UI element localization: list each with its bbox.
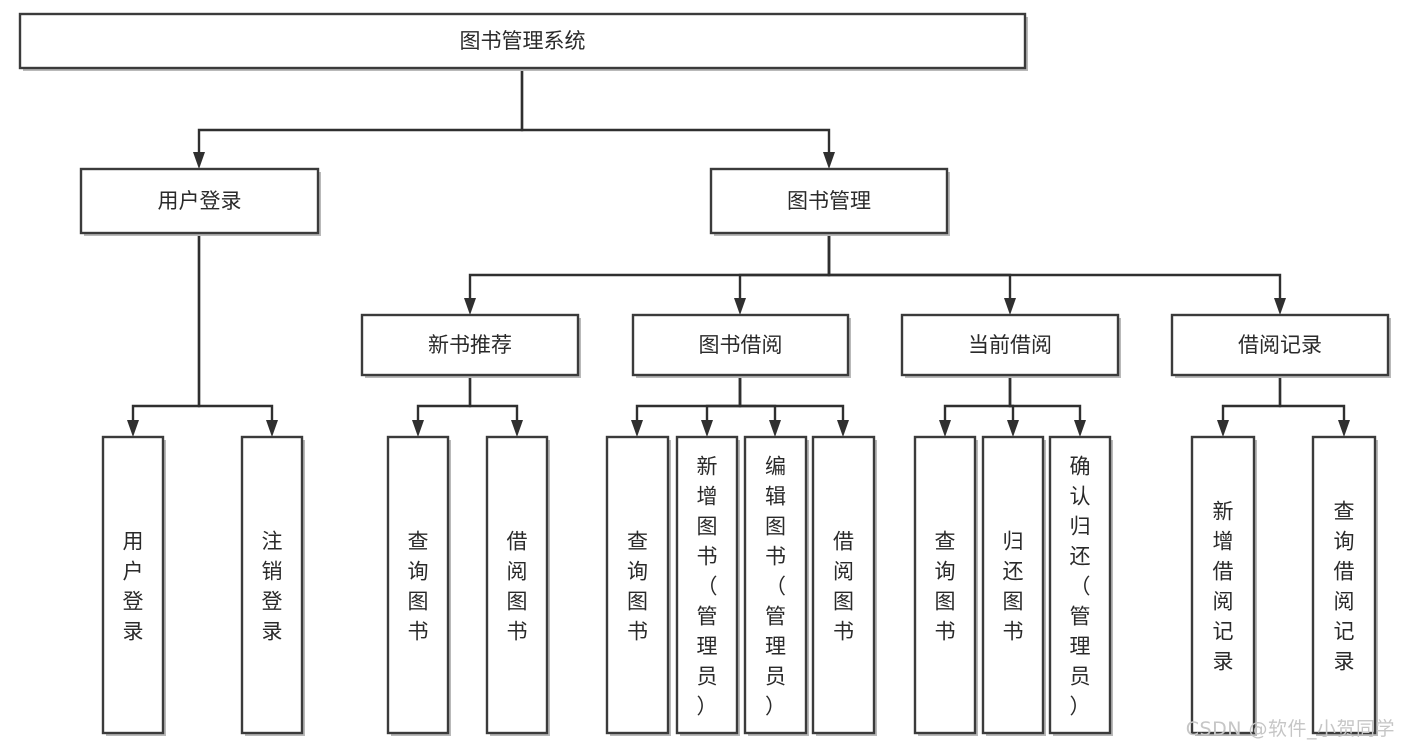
node-label: 用户登录 (123, 529, 144, 643)
connector-图书管理系统-to-图书管理 (520, 66, 835, 169)
node-label: 查询借阅记录 (1334, 499, 1355, 673)
node-label: 新增借阅记录 (1213, 499, 1234, 673)
connector-借阅记录-to-新增借阅记录 (1217, 373, 1282, 437)
node-box[interactable] (1311, 435, 1377, 735)
node-box[interactable] (811, 435, 876, 735)
connector-新书推荐-to-借阅图书 (468, 373, 523, 437)
node-label: 借阅图书 (833, 529, 854, 643)
node-layer: 图书管理系统用户登录图书管理新书推荐图书借阅当前借阅借阅记录用户登录注销登录查询… (18, 12, 1391, 736)
node-box[interactable] (79, 167, 320, 235)
node-leaf-0[interactable]: 用户登录 (101, 435, 166, 736)
connector-图书管理-to-图书借阅 (734, 231, 831, 315)
connector-借阅记录-to-查询借阅记录 (1278, 373, 1350, 437)
node-label: 注销登录 (262, 529, 283, 643)
node-leaf-3[interactable]: 借阅图书 (485, 435, 550, 736)
node-box[interactable] (675, 435, 739, 735)
node-label: 新书推荐 (428, 333, 512, 357)
node-level3-1[interactable]: 图书借阅 (631, 313, 851, 378)
node-leaf-7[interactable]: 借阅图书 (811, 435, 877, 736)
node-label: 查询图书 (935, 529, 956, 643)
node-box[interactable] (913, 435, 977, 735)
node-box[interactable] (709, 167, 949, 235)
node-label: 新增图书（管理员） (697, 454, 718, 718)
connector-新书推荐-to-查询图书 (412, 373, 472, 437)
node-label: 图书管理 (787, 189, 871, 213)
node-label: 编辑图书（管理员） (765, 454, 786, 718)
node-leaf-4[interactable]: 查询图书 (605, 435, 671, 736)
node-box[interactable] (631, 313, 850, 377)
node-box[interactable] (900, 313, 1120, 377)
node-level3-3[interactable]: 借阅记录 (1170, 313, 1391, 378)
node-label: 借阅记录 (1238, 333, 1322, 357)
node-label: 确认归还（管理员） (1070, 454, 1091, 718)
node-leaf-11[interactable]: 新增借阅记录 (1190, 435, 1257, 736)
connector-图书借阅-to-新增图书 (701, 373, 742, 437)
node-box[interactable] (981, 435, 1045, 735)
node-level3-0[interactable]: 新书推荐 (360, 313, 581, 378)
node-leaf-6[interactable]: 编辑图书（管理员） (743, 435, 809, 736)
node-box[interactable] (1190, 435, 1256, 735)
node-label: 图书管理系统 (460, 29, 586, 53)
node-box[interactable] (240, 435, 304, 735)
node-box[interactable] (101, 435, 165, 735)
connector-图书管理-to-借阅记录 (827, 231, 1286, 315)
csdn-watermark: CSDN @软件_小贺同学 (1185, 718, 1395, 740)
node-label: 当前借阅 (968, 333, 1052, 357)
node-label: 查询图书 (627, 529, 648, 643)
node-box[interactable] (1170, 313, 1390, 377)
connector-用户登录-to-用户登录叶 (127, 231, 201, 437)
node-leaf-12[interactable]: 查询借阅记录 (1311, 435, 1378, 736)
node-box[interactable] (485, 435, 549, 735)
node-box[interactable] (386, 435, 450, 735)
node-leaf-10[interactable]: 确认归还（管理员） (1048, 435, 1113, 736)
node-label: 查询图书 (408, 529, 429, 643)
node-label: 归还图书 (1003, 529, 1024, 643)
connector-用户登录-to-注销登录叶 (197, 231, 278, 437)
node-box[interactable] (360, 313, 580, 377)
connector-当前借阅-to-确认归还 (1008, 373, 1086, 437)
node-leaf-9[interactable]: 归还图书 (981, 435, 1046, 736)
node-leaf-5[interactable]: 新增图书（管理员） (675, 435, 740, 736)
node-root-0[interactable]: 图书管理系统 (18, 12, 1028, 71)
connector-layer (127, 66, 1350, 437)
node-leaf-1[interactable]: 注销登录 (240, 435, 305, 736)
node-leaf-2[interactable]: 查询图书 (386, 435, 451, 736)
node-box[interactable] (18, 12, 1027, 70)
node-box[interactable] (605, 435, 670, 735)
node-label: 借阅图书 (507, 529, 528, 643)
connector-当前借阅-to-查询图书 (939, 373, 1012, 437)
node-level3-2[interactable]: 当前借阅 (900, 313, 1121, 378)
connector-图书借阅-to-借阅图书 (738, 373, 849, 437)
node-box[interactable] (743, 435, 808, 735)
node-level2-1[interactable]: 图书管理 (709, 167, 950, 236)
node-label: 用户登录 (158, 189, 242, 213)
node-leaf-8[interactable]: 查询图书 (913, 435, 978, 736)
node-level2-0[interactable]: 用户登录 (79, 167, 321, 236)
node-label: 图书借阅 (699, 333, 783, 357)
connector-图书管理系统-to-用户登录 (193, 66, 524, 169)
node-box[interactable] (1048, 435, 1112, 735)
